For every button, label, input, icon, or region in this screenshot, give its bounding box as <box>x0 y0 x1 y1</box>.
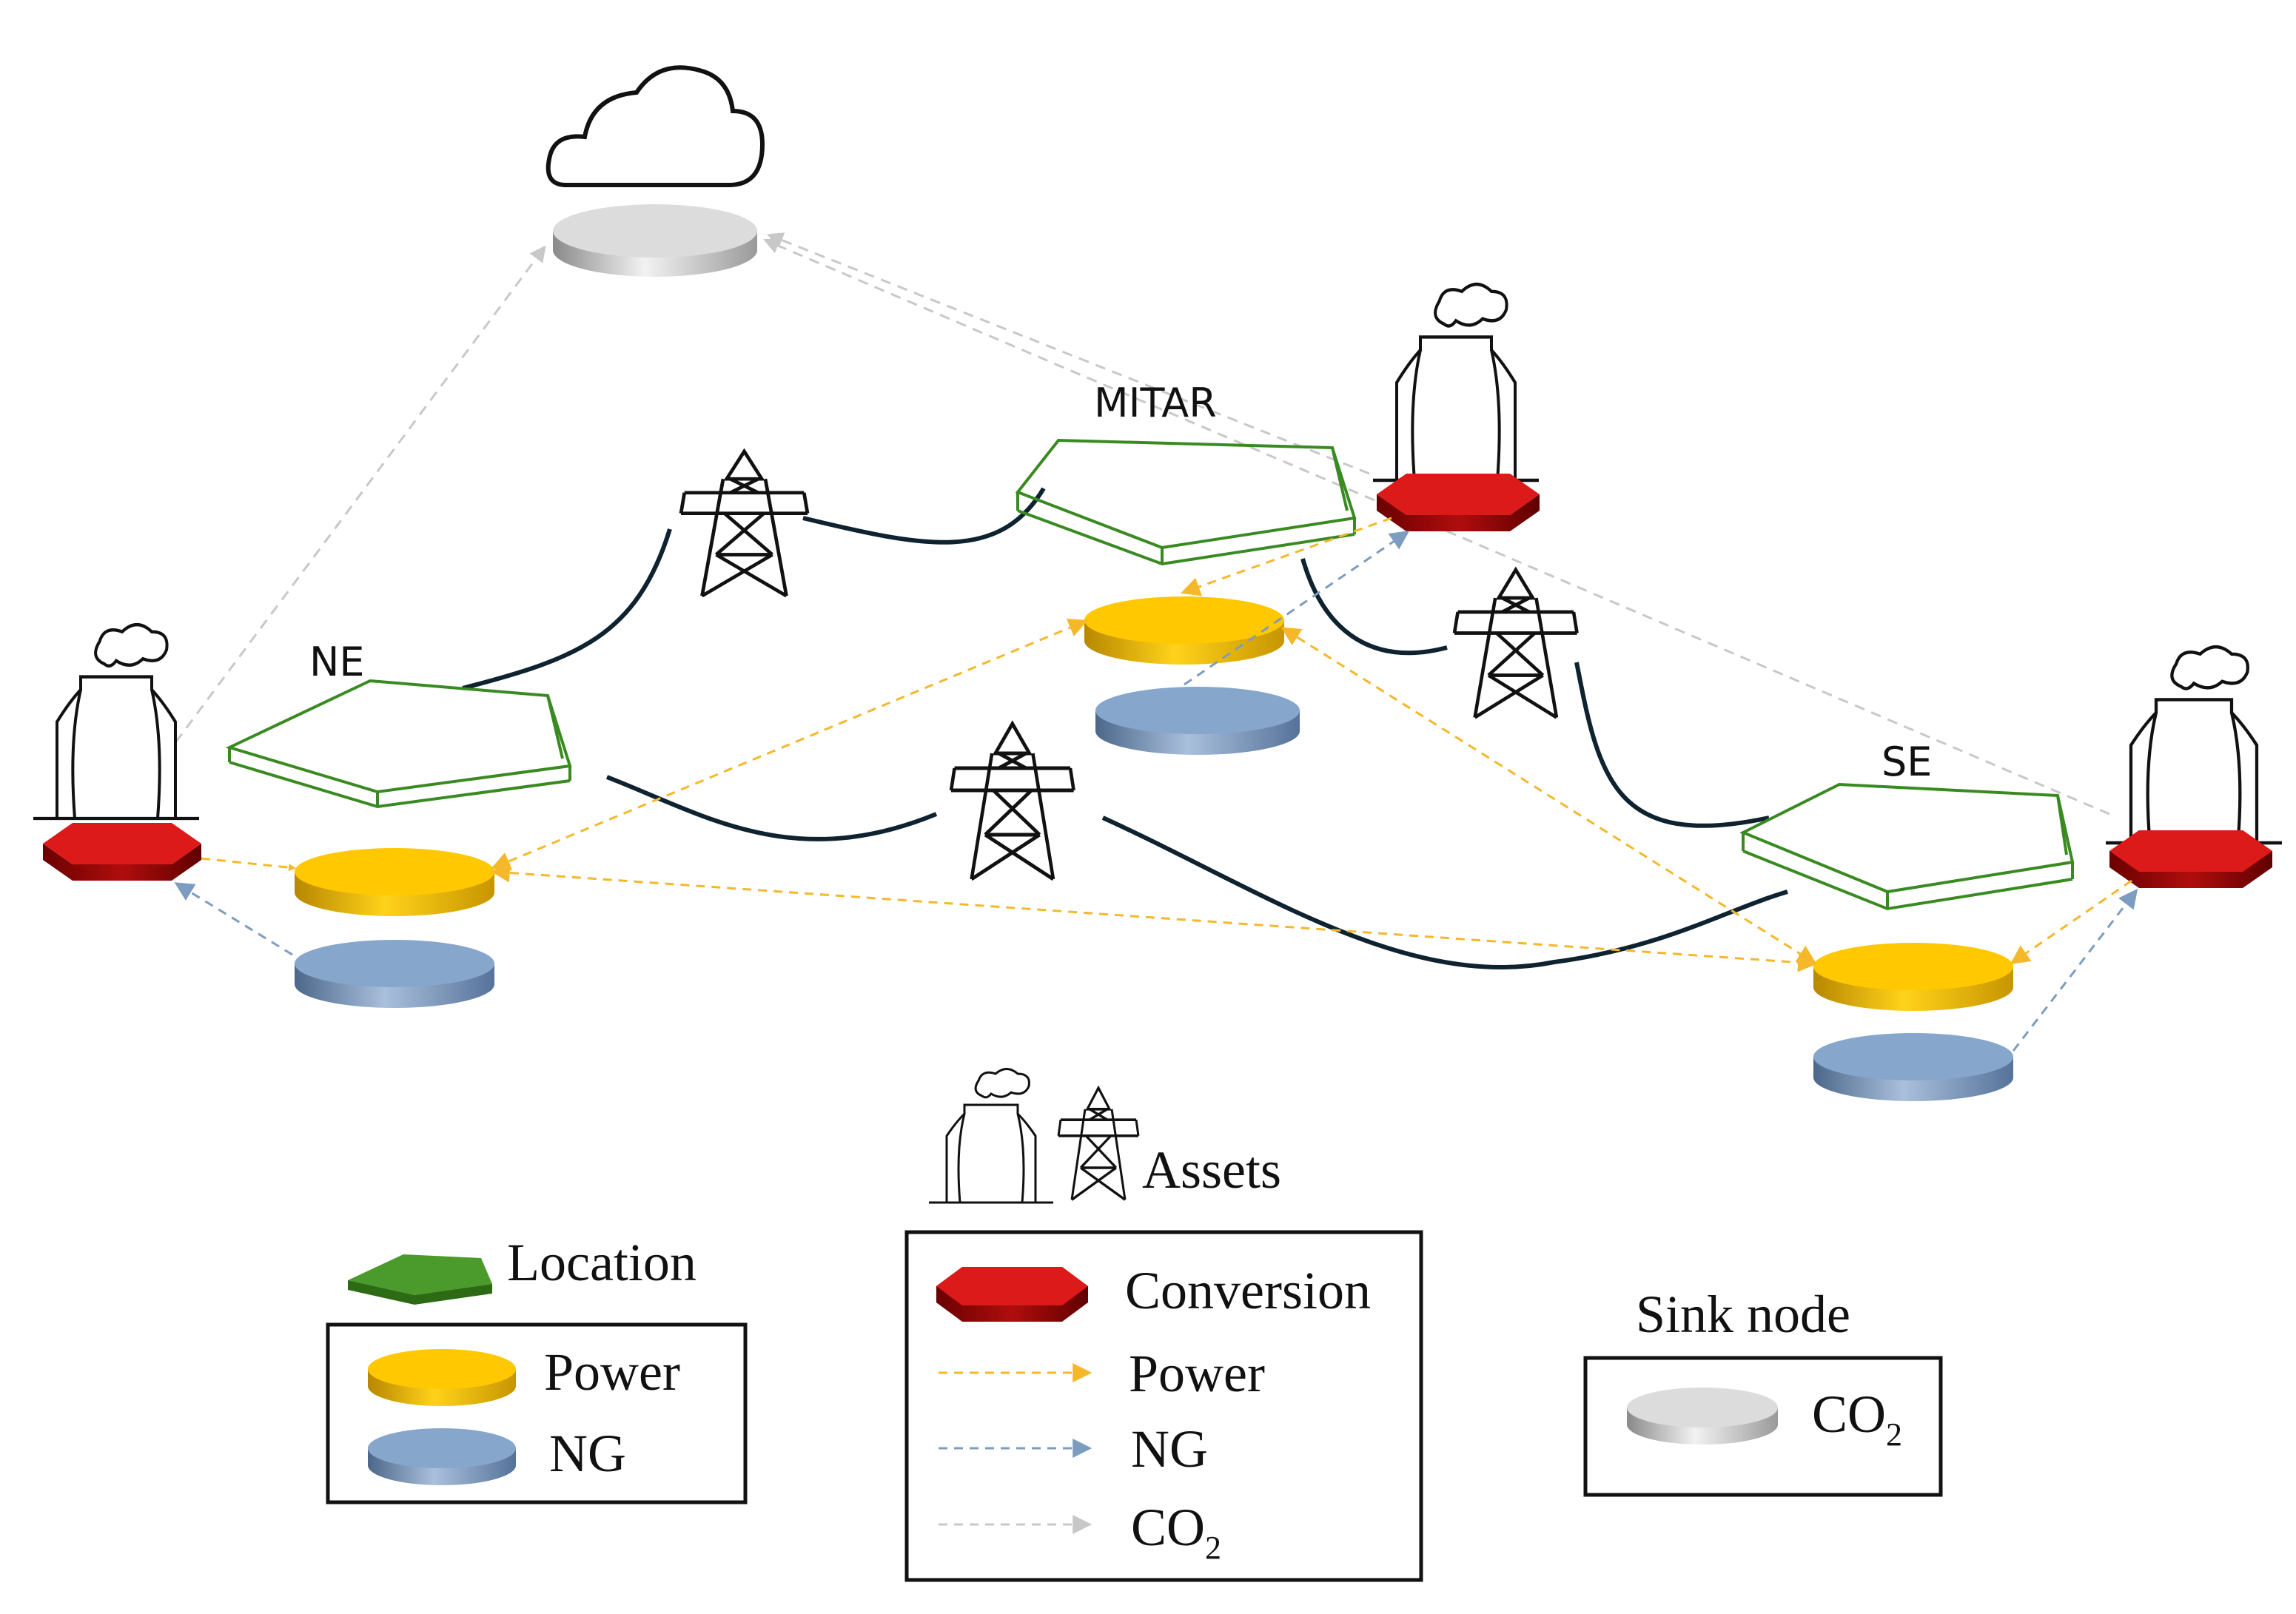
ng-flow-se-conv <box>2012 888 2138 1052</box>
location-ne <box>225 679 572 809</box>
region-label-se: SE <box>1882 739 1932 785</box>
legend-location: Location <box>348 1233 696 1305</box>
ng-flow-ne-conv <box>174 882 293 956</box>
line-south-se <box>1101 816 1788 969</box>
power-plant-icon-se <box>2106 647 2282 843</box>
ng-node-mitar <box>1095 687 1300 755</box>
power-node-ne <box>295 848 494 916</box>
co2-sink <box>546 65 765 277</box>
power-flow-ne-mitar <box>491 618 1088 871</box>
pylon-icon-east <box>1454 570 1577 718</box>
legend-ng-flow-label: NG <box>1131 1419 1208 1479</box>
line-pylon-mitar <box>802 487 1046 545</box>
legend-power-flow-label: Power <box>1129 1344 1265 1403</box>
legend-node-power-label: Power <box>544 1342 680 1402</box>
legend-node-ng-label: NG <box>549 1424 626 1483</box>
power-flow-conv-ne <box>201 857 296 872</box>
sink-disc-top <box>553 204 757 258</box>
co2-flow-ne-to-sink <box>132 245 546 800</box>
pylon-icon-south <box>951 724 1074 879</box>
ng-flow-mitar-conv <box>1184 531 1410 686</box>
power-flows <box>201 517 2132 972</box>
ng-flows <box>174 531 2138 1052</box>
legend-co2-flow-label: CO2 <box>1131 1498 1221 1566</box>
legend-sink: Sink node CO2 <box>1583 1285 1943 1497</box>
conversion-hex-se <box>2109 830 2272 888</box>
co2-flow-mitar-to-sink <box>766 232 1370 475</box>
legend-conversion-label: Conversion <box>1125 1261 1371 1320</box>
pylon-icon-north <box>681 451 808 596</box>
power-plant-icon-mitar <box>1373 284 1539 480</box>
legend-assets-label: Assets <box>1142 1140 1281 1200</box>
legend-nodes-box: Power NG <box>326 1322 748 1504</box>
location-se <box>1739 782 2075 911</box>
power-node-se <box>1813 943 2013 1011</box>
cloud-icon <box>546 65 765 187</box>
legend-sink-title: Sink node <box>1636 1285 1850 1344</box>
legend-assets: Assets <box>927 1067 1281 1204</box>
location-mitar <box>1015 438 1357 566</box>
region-label-mitar: MITAR <box>1094 380 1217 426</box>
pylon-icon <box>1057 1086 1140 1201</box>
power-flow-mitar-se <box>1280 627 1817 964</box>
legend-sink-co2-label: CO2 <box>1812 1385 1902 1453</box>
power-flow-conv-mitar <box>1181 517 1392 596</box>
conversion-hex-mitar <box>1377 474 1540 531</box>
line-ne-south <box>605 775 938 841</box>
power-node-mitar <box>1084 596 1284 665</box>
conversion-hex-ne <box>43 823 201 881</box>
legend-location-label: Location <box>507 1233 696 1292</box>
power-plant-icon-ne <box>33 625 199 818</box>
legend-edges-box: Conversion Power NG CO2 <box>904 1230 1423 1582</box>
region-label-ne: NE <box>309 639 365 685</box>
power-plant-icon <box>927 1067 1055 1204</box>
line-ne-north <box>462 528 672 690</box>
power-flow-ne-se <box>490 863 1818 972</box>
line-mitar-pylon <box>1300 558 1448 656</box>
power-flow-conv-se <box>2010 879 2132 964</box>
line-pylon-se <box>1574 662 1770 828</box>
ng-node-se <box>1813 1033 2013 1101</box>
ng-node-ne <box>295 940 494 1008</box>
